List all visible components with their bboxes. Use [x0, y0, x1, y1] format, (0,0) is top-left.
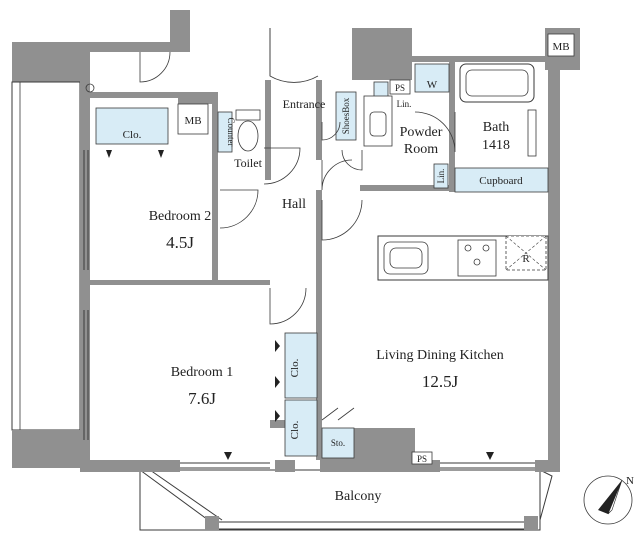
window-markers: [106, 150, 494, 460]
ps-box-bottom: PS: [411, 451, 433, 465]
storage-sto: Sto.: [321, 427, 355, 459]
shoes-box: ShoesBox: [335, 91, 357, 141]
bedroom2-name: Bedroom 2: [149, 209, 212, 224]
mb-box-right: MB: [547, 33, 575, 57]
linen-lower: Lin.: [433, 163, 449, 189]
ldk-name: Living Dining Kitchen: [376, 348, 504, 363]
doors: [139, 28, 456, 421]
bedroom2-size: 4.5J: [166, 233, 194, 252]
compass-icon: N: [583, 475, 634, 525]
bathtub: [459, 63, 537, 157]
cupboard: Cupboard: [454, 167, 549, 193]
svg-text:Cupboard: Cupboard: [479, 175, 523, 187]
svg-text:PS: PS: [395, 83, 405, 93]
svg-text:Sto.: Sto.: [331, 438, 345, 448]
svg-text:Clo.: Clo.: [289, 358, 301, 377]
svg-text:W: W: [427, 79, 438, 91]
balcony-name: Balcony: [335, 489, 382, 504]
powder-room-name-2: Room: [404, 142, 438, 157]
drain-icon: [85, 83, 95, 93]
svg-text:ShoesBox: ShoesBox: [341, 97, 351, 134]
walls: [80, 10, 580, 472]
svg-text:MB: MB: [184, 115, 201, 127]
washbasin: [363, 95, 393, 147]
hall-name: Hall: [282, 197, 306, 212]
powder-room-name-1: Powder: [400, 125, 443, 140]
entrance-name: Entrance: [283, 97, 326, 111]
bath-size: 1418: [482, 138, 510, 153]
svg-text:N: N: [626, 475, 634, 487]
ps-box-top: PS: [389, 79, 411, 95]
mb-box-left: MB: [177, 103, 209, 135]
toilet-name: Toilet: [234, 156, 262, 170]
svg-text:R: R: [522, 253, 530, 265]
svg-text:Counter: Counter: [226, 118, 236, 147]
left-exterior-strip: [11, 42, 81, 468]
counter: Counter: [217, 111, 236, 153]
washer-space: W: [414, 63, 450, 93]
ldk-size: 12.5J: [422, 372, 459, 391]
svg-text:Lin.: Lin.: [436, 169, 446, 184]
svg-text:MB: MB: [552, 41, 569, 53]
svg-text:Clo.: Clo.: [123, 129, 142, 141]
closet-bedroom1-lower: Clo.: [284, 399, 318, 457]
bedroom1-name: Bedroom 1: [171, 365, 234, 380]
windows: [83, 150, 535, 469]
kitchen-counter: R: [377, 235, 549, 281]
toilet-bowl: [235, 109, 261, 152]
closet-bedroom1-upper: Clo.: [284, 332, 318, 399]
svg-text:PS: PS: [417, 454, 427, 464]
bath-name: Bath: [483, 120, 509, 135]
svg-text:Lin.: Lin.: [397, 99, 412, 109]
bedroom1-size: 7.6J: [188, 389, 216, 408]
svg-text:Clo.: Clo.: [289, 420, 301, 439]
closet-bedroom2: Clo.: [95, 107, 169, 145]
